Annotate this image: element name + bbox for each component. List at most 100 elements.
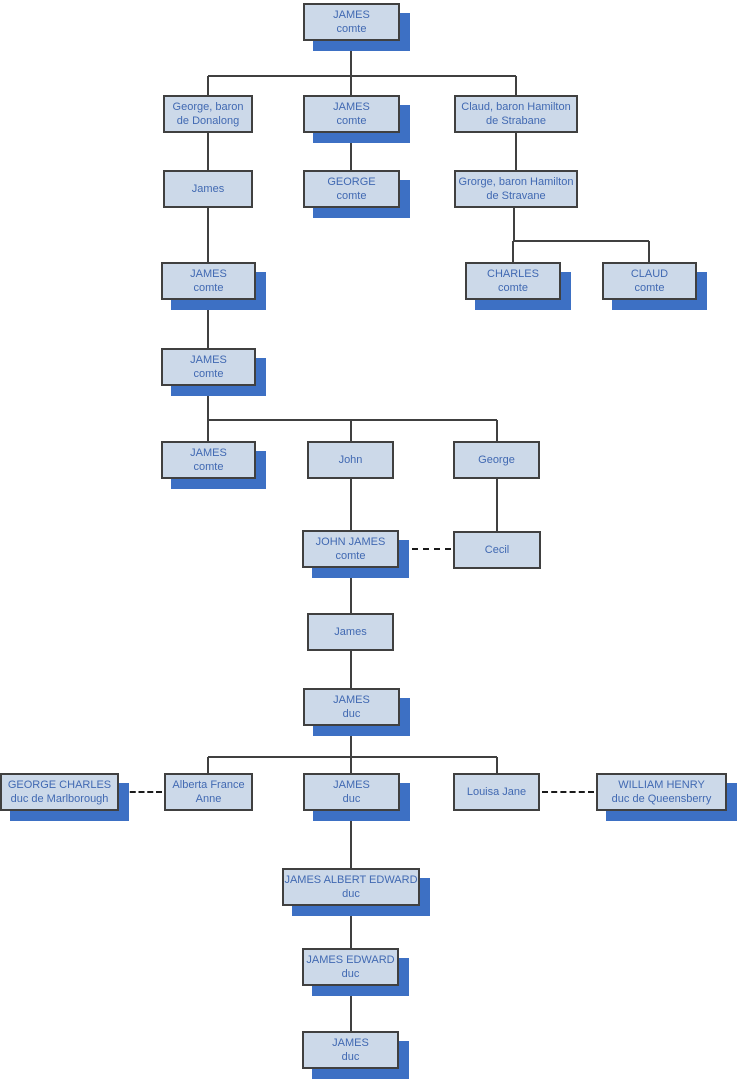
person-node-james-comte-3[interactable]: JAMES comte — [161, 262, 256, 300]
person-title: comte — [336, 115, 367, 127]
person-name: George, baron — [172, 101, 244, 113]
person-node-james-comte-1[interactable]: JAMES comte — [303, 3, 400, 41]
person-title: duc — [342, 708, 361, 720]
marriage-connector-line — [121, 791, 162, 793]
person-node-george-charles-marlborough[interactable]: GEORGE CHARLES duc de Marlborough — [0, 773, 119, 811]
person-name: JAMES — [332, 1037, 369, 1049]
descent-connector-line — [207, 300, 209, 348]
person-node-claud-comte[interactable]: CLAUD comte — [602, 262, 697, 300]
person-name: Alberta France — [172, 779, 245, 791]
person-title: comte — [634, 282, 665, 294]
descent-connector-line — [512, 241, 514, 262]
descent-connector-line — [207, 420, 209, 441]
person-title: comte — [193, 368, 224, 380]
person-node-james-duc-1[interactable]: JAMES duc — [303, 688, 400, 726]
descent-connector-line — [208, 419, 497, 421]
person-title: comte — [193, 282, 224, 294]
person-node-john-plain[interactable]: John — [307, 441, 394, 479]
marriage-connector-line — [542, 791, 594, 793]
person-title: comte — [498, 282, 528, 294]
person-title: duc — [341, 1051, 360, 1063]
descent-connector-line — [350, 133, 352, 170]
person-node-james-comte-2[interactable]: JAMES comte — [303, 95, 400, 133]
descent-connector-line — [208, 75, 516, 77]
person-name: JAMES — [333, 779, 370, 791]
descent-connector-line — [207, 386, 209, 420]
person-name: JAMES — [190, 447, 227, 459]
person-node-george-plain[interactable]: George — [453, 441, 540, 479]
person-name: JAMES — [333, 9, 370, 21]
person-node-james-albert-edward-duc[interactable]: JAMES ALBERT EDWARD duc — [282, 868, 420, 906]
person-name: James — [334, 626, 367, 638]
descent-connector-line — [350, 41, 352, 76]
person-title: de Donalong — [176, 115, 240, 127]
descent-connector-line — [496, 757, 498, 773]
person-name: John — [338, 454, 363, 466]
person-node-grorge-baron-stravane[interactable]: Grorge, baron Hamilton de Stravane — [454, 170, 578, 208]
descent-connector-line — [207, 76, 209, 95]
descent-connector-line — [515, 76, 517, 95]
person-name: JAMES ALBERT EDWARD — [284, 874, 418, 886]
descent-connector-line — [350, 757, 352, 773]
descent-connector-line — [350, 420, 352, 441]
descent-connector-line — [513, 208, 515, 241]
descent-connector-line — [207, 757, 209, 773]
person-title: duc — [341, 968, 360, 980]
descent-connector-line — [350, 906, 352, 948]
person-name: Louisa Jane — [466, 786, 527, 798]
person-node-james-plain-1[interactable]: James — [163, 170, 253, 208]
person-node-james-duc-3[interactable]: JAMES duc — [302, 1031, 399, 1069]
marriage-connector-line — [401, 548, 451, 550]
person-title: duc de Marlborough — [10, 793, 109, 805]
person-name: JAMES — [190, 354, 227, 366]
person-name: JAMES — [333, 694, 370, 706]
person-name: Cecil — [484, 544, 510, 556]
person-name: James — [191, 183, 225, 195]
person-node-james-plain-2[interactable]: James — [307, 613, 394, 651]
descent-connector-line — [208, 756, 497, 758]
person-name: CLAUD — [630, 268, 669, 280]
person-title: duc — [342, 888, 360, 900]
descent-connector-line — [207, 133, 209, 170]
person-node-louisa-jane[interactable]: Louisa Jane — [453, 773, 540, 811]
descent-connector-line — [496, 479, 498, 531]
person-name: JAMES EDWARD — [306, 954, 395, 966]
person-name: George — [478, 454, 515, 466]
person-node-charles-comte[interactable]: CHARLES comte — [465, 262, 561, 300]
person-name: Grorge, baron Hamilton — [458, 176, 574, 188]
descent-connector-line — [350, 479, 352, 530]
person-node-james-edward-duc[interactable]: JAMES EDWARD duc — [302, 948, 399, 986]
person-name: WILLIAM HENRY — [618, 779, 705, 791]
descent-connector-line — [350, 811, 352, 868]
person-node-george-baron-donalong[interactable]: George, baron de Donalong — [163, 95, 253, 133]
person-name: Claud, baron Hamilton — [461, 101, 571, 113]
person-title: de Strabane — [486, 115, 546, 127]
person-name: GEORGE CHARLES — [7, 779, 112, 791]
descent-connector-line — [350, 726, 352, 757]
descent-connector-line — [350, 651, 352, 688]
person-node-claud-baron-strabane[interactable]: Claud, baron Hamilton de Strabane — [454, 95, 578, 133]
person-node-james-duc-2[interactable]: JAMES duc — [303, 773, 400, 811]
person-node-james-comte-4[interactable]: JAMES comte — [161, 348, 256, 386]
person-title: de Stravane — [486, 190, 546, 202]
person-name: JAMES — [333, 101, 370, 113]
person-name: CHARLES — [487, 268, 539, 280]
descent-connector-line — [513, 240, 649, 242]
person-title: comte — [336, 23, 367, 35]
person-name: JAMES — [190, 268, 227, 280]
person-title: duc — [342, 793, 361, 805]
person-node-cecil-plain[interactable]: Cecil — [453, 531, 541, 569]
person-node-james-comte-5[interactable]: JAMES comte — [161, 441, 256, 479]
descent-connector-line — [648, 241, 650, 262]
person-title: Anne — [195, 793, 222, 805]
descent-connector-line — [350, 568, 352, 613]
person-name: GEORGE — [327, 176, 376, 188]
person-title: comte — [193, 461, 224, 473]
descent-connector-line — [515, 133, 517, 170]
person-name: JOHN JAMES — [315, 536, 386, 548]
